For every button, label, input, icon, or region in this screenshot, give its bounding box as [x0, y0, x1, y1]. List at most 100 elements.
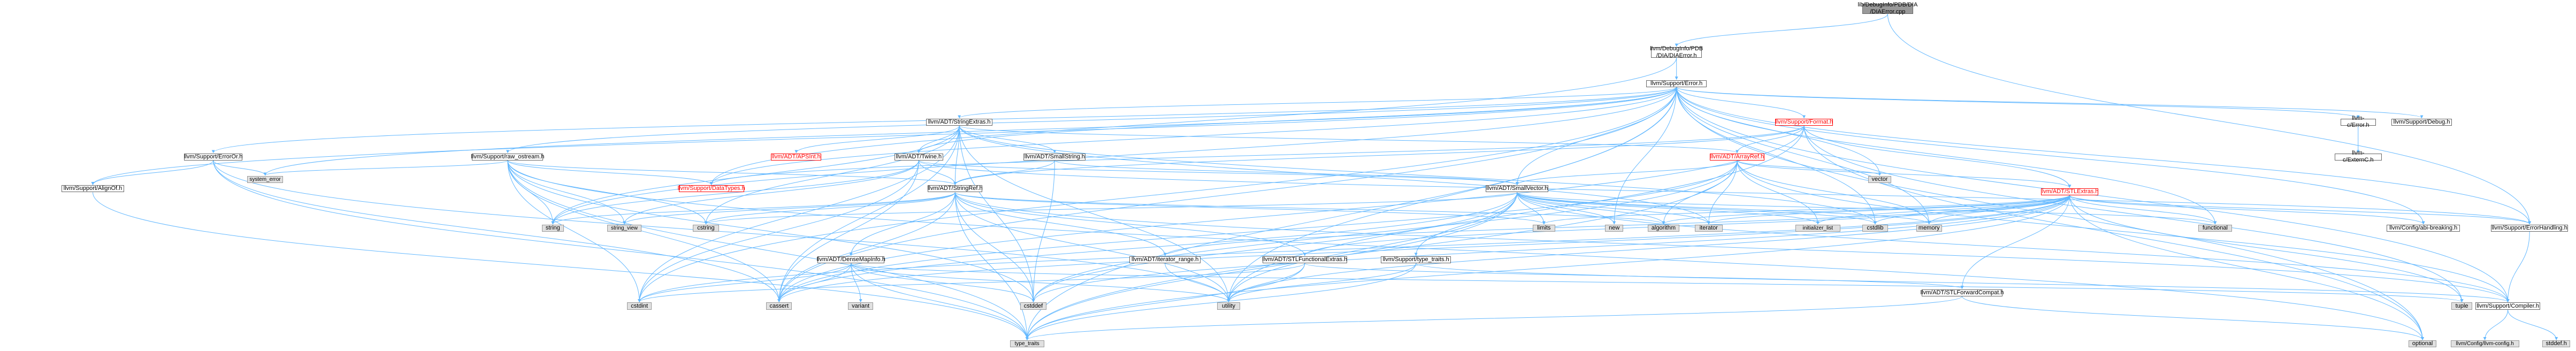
edge-densemapinfo-to-tuple [851, 263, 2464, 303]
node-variant: variant [848, 302, 874, 310]
edge-rawostream-to-cstring [507, 160, 708, 225]
edge-error-to-rawostream [506, 87, 1677, 154]
edge-errorortest-to-cassert [213, 160, 781, 303]
edge-rawostream-to-string [507, 160, 555, 225]
node-initlist: initializer_list [1795, 224, 1841, 232]
edge-stlextras-to-abibreaking [2069, 195, 2425, 225]
node-errhandling[interactable]: llvm/Support/ErrorHandling.h [2491, 224, 2569, 232]
edge-errorortest-to-utility [213, 160, 1230, 303]
edge-smallvector-to-compiler [1517, 192, 2510, 303]
edge-error-to-twine [917, 87, 1677, 154]
edge-stringextras-to-stringref [953, 125, 960, 185]
edge-error-to-memory [1676, 87, 1931, 225]
node-root[interactable]: lib/DebugInfo/PDB/DIA /DIAError.cpp [1858, 2, 1918, 16]
edge-errorortest-to-sysmerror [213, 160, 267, 176]
edge-stringextras-to-smallstring [959, 125, 1057, 154]
node-diaerror[interactable]: llvm/DebugInfo/PDB /DIA/DIAError.h [1650, 45, 1703, 59]
node-stlfwd[interactable]: llvm/ADT/STLForwardCompat.h [1920, 289, 2004, 296]
edge-smallvector-to-cassert [777, 192, 1518, 303]
edge-stlextras-to-cstdint [638, 195, 2070, 303]
edge-smallvector-to-limits [1517, 192, 1546, 225]
node-cstring: cstring [693, 224, 719, 232]
edge-stringref-to-type_traits [954, 192, 1029, 340]
edge-arrayref-to-cstddef [1031, 160, 1738, 303]
edge-densemapinfo-to-type_traits [851, 263, 1029, 340]
node-abibreaking[interactable]: llvm/Config/abi-breaking.h [2386, 224, 2460, 232]
edge-stringref-to-string [551, 192, 956, 225]
node-arrayref[interactable]: llvm/ADT/ArrayRef.h [1710, 153, 1764, 161]
node-format[interactable]: llvm/Support/Format.h [1775, 118, 1833, 126]
edge-smallvector-to-type_traits [1025, 192, 1518, 340]
edge-rawostream-to-cstddef [507, 160, 1035, 303]
node-supdebug[interactable]: llvm/Support/Debug.h [2391, 118, 2452, 126]
node-datatypes[interactable]: llvm/Support/DataTypes.h [677, 185, 745, 193]
node-compiler[interactable]: llvm/Support/Compiler.h [2475, 302, 2540, 310]
node-aligno[interactable]: llvm/Support/AlignOf.h [61, 185, 125, 193]
node-limits: limits [1532, 224, 1555, 232]
node-cextc[interactable]: llvm-c/ExternC.h [2334, 150, 2382, 163]
node-cstdlib: cstdlib [1862, 224, 1889, 232]
edge-format-to-datatypes [709, 125, 1805, 185]
node-rawostream[interactable]: llvm/Support/raw_ostream.h [471, 153, 545, 161]
edge-stlfunc-to-cstdint [638, 263, 1305, 303]
node-stlextras[interactable]: llvm/ADT/STLExtras.h [2040, 188, 2099, 195]
node-stringextras[interactable]: llvm/ADT/StringExtras.h [926, 118, 992, 126]
node-iterrange[interactable]: llvm/ADT/iterator_range.h [1129, 256, 1201, 263]
edge-format-to-arrayref [1736, 125, 1805, 154]
edge-arrayref-to-cassert [777, 160, 1738, 303]
edge-rawostream-to-datatypes [507, 160, 713, 185]
edge-errorortest-to-aligno [91, 160, 214, 185]
edge-rawostream-to-stringview [507, 160, 626, 225]
edge-rawostream-to-cstdint [507, 160, 641, 303]
edge-arrayref-to-iterator [1707, 160, 1738, 225]
edge-twine-to-errhandling [918, 160, 2531, 225]
edge-typetraits-to-compiler [1416, 263, 2510, 303]
edge-error-to-new [1612, 87, 1677, 225]
node-stringref[interactable]: llvm/ADT/StringRef.h [927, 185, 983, 193]
node-errorortest[interactable]: llvm/Support/ErrorOr.h [184, 153, 243, 161]
node-functional: functional [2198, 224, 2232, 232]
edge-smallvector-to-memory [1517, 192, 1931, 225]
edge-densemapinfo-to-cstdint [638, 263, 852, 303]
edge-stringref-to-stringview [623, 192, 956, 225]
edge-error-to-string [551, 87, 1677, 225]
edge-stringextras-to-apsint [794, 125, 960, 154]
edge-error-to-datatypes [709, 87, 1677, 185]
edge-error-to-abibreaking [1676, 87, 2425, 225]
node-string: string [542, 224, 564, 232]
edge-error-to-type_traits [1025, 87, 1677, 340]
edge-twine-to-stringview [623, 160, 919, 225]
edge-errhandling-to-compiler [2506, 231, 2530, 303]
edge-stringref-to-stlfunc [954, 192, 1306, 256]
edge-twine-to-stringref [918, 160, 957, 185]
edge-stringref-to-compiler [954, 192, 2510, 303]
node-error[interactable]: llvm/Support/Error.h [1646, 80, 1707, 87]
node-cerror[interactable]: llvm-c/Error.h [2340, 115, 2376, 128]
edge-smallvector-to-cstring [704, 192, 1518, 225]
edge-smallvector-to-utility [1227, 192, 1518, 303]
node-algorithm: algorithm [1647, 224, 1680, 232]
edge-smallstring-to-stringref [953, 160, 1055, 185]
node-stlfunc[interactable]: llvm/ADT/STLFunctionalExtras.h [1262, 256, 1348, 263]
edge-format-to-stlextras [1803, 125, 2071, 188]
node-memory: memory [1916, 224, 1942, 232]
edge-typetraits-to-type_traits [1025, 263, 1417, 340]
node-typetraits[interactable]: llvm/Support/type_traits.h [1381, 256, 1451, 263]
node-vector: vector [1868, 176, 1892, 183]
edge-error-to-smallvector [1515, 87, 1677, 185]
edge-stringextras-to-cassert [777, 125, 960, 303]
edge-error-to-format [1676, 87, 1806, 119]
node-smallstring[interactable]: llvm/ADT/SmallString.h [1023, 153, 1086, 161]
edge-densemapinfo-to-cstddef [851, 263, 1035, 303]
edge-rawostream-to-type_traits [507, 160, 1029, 340]
edge-stlextras-to-iterator [1707, 195, 2070, 225]
edge-typetraits-to-utility [1227, 263, 1417, 303]
node-twine[interactable]: llvm/ADT/Twine.h [894, 153, 943, 161]
node-iterator: iterator [1695, 224, 1723, 232]
node-apsint[interactable]: llvm/ADT/APSInt.h [771, 153, 822, 161]
edge-iterrange-to-utility [1165, 263, 1230, 303]
edge-smallstring-to-smallvector [1054, 160, 1519, 185]
node-densemapinfo[interactable]: llvm/ADT/DenseMapInfo.h [816, 256, 885, 263]
node-smallvector[interactable]: llvm/ADT/SmallVector.h [1486, 185, 1549, 193]
